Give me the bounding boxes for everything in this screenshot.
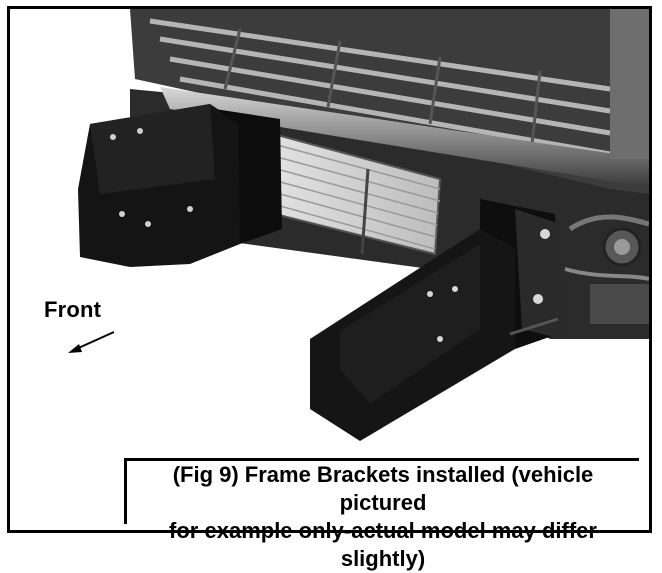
vehicle-photo <box>10 9 649 464</box>
caption-box <box>124 458 639 524</box>
front-direction-label: Front <box>44 297 102 322</box>
figure-caption: (Fig 9) Frame Brackets installed (vehicl… <box>128 461 638 573</box>
arrow-down-left-icon <box>68 331 115 353</box>
figure-frame <box>7 6 652 533</box>
caption-line-2: for example only-actual model may differ… <box>169 518 597 571</box>
caption-line-1: (Fig 9) Frame Brackets installed (vehicl… <box>172 462 594 515</box>
